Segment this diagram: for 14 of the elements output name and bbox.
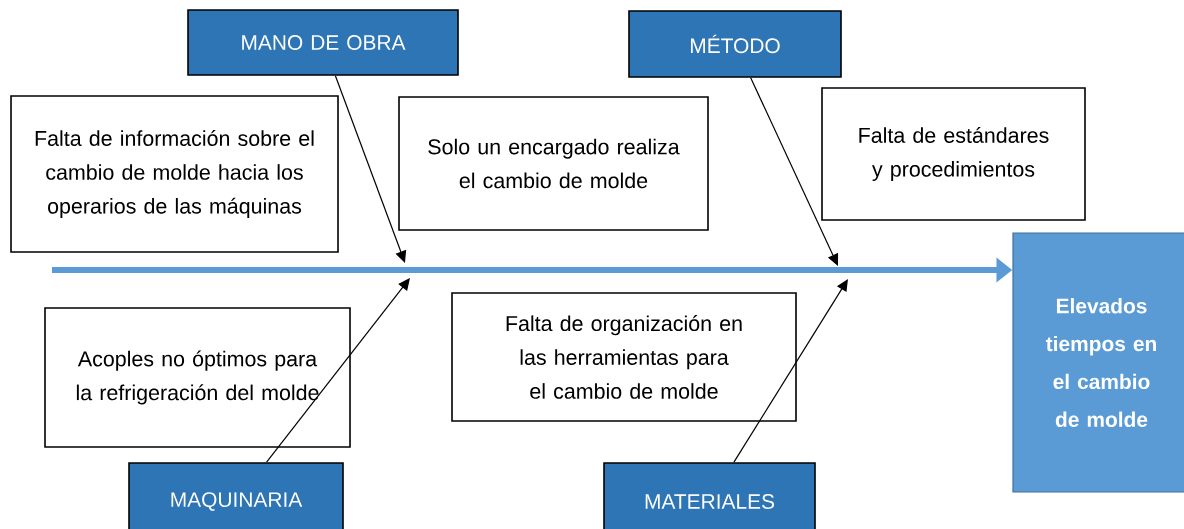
category-box: MÉTODO	[628, 10, 842, 78]
cause-box: Falta de estándares y procedimientos	[821, 87, 1086, 221]
arrow	[733, 279, 848, 463]
effect-box: Elevados tiempos en el cambio de molde	[1012, 232, 1184, 493]
arrow	[750, 77, 839, 266]
cause-box: Falta de organización en las herramientas para el cambio de molde	[451, 292, 797, 422]
cause-box: Solo un encargado realiza el cambio de molde	[398, 96, 709, 231]
category-box: MAQUINARIA	[128, 462, 344, 529]
cause-box: Acoples no óptimos para la refrigeración del molde	[44, 307, 351, 448]
arrow	[334, 75, 407, 263]
cause-box: Falta de información sobre el cambio de molde hacia los operarios de las máquinas	[10, 95, 339, 253]
arrow	[266, 278, 410, 463]
category-box: MATERIALES	[603, 462, 816, 529]
category-box: MANO DE OBRA	[187, 9, 459, 76]
